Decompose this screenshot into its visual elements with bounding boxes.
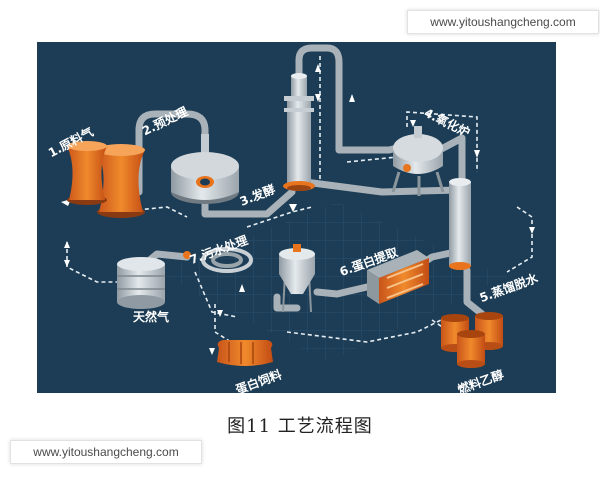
label-natural-gas: 天然气: [133, 308, 169, 325]
natural-gas-tank: [117, 257, 165, 309]
watermark-bottom: www.yitoushangcheng.com: [10, 440, 202, 464]
process-flow-diagram: 1.原料气 2.预处理 3.发酵 4.氧化炉 5.蒸馏脱水 6.蛋白提取 7.污…: [37, 42, 556, 393]
protein-feed-bag: [217, 340, 273, 366]
figure-caption: 图11 工艺流程图: [0, 412, 600, 438]
watermark-top: www.yitoushangcheng.com: [407, 10, 599, 34]
distillation-column: [449, 178, 471, 270]
diagram-graphics: [37, 42, 556, 393]
